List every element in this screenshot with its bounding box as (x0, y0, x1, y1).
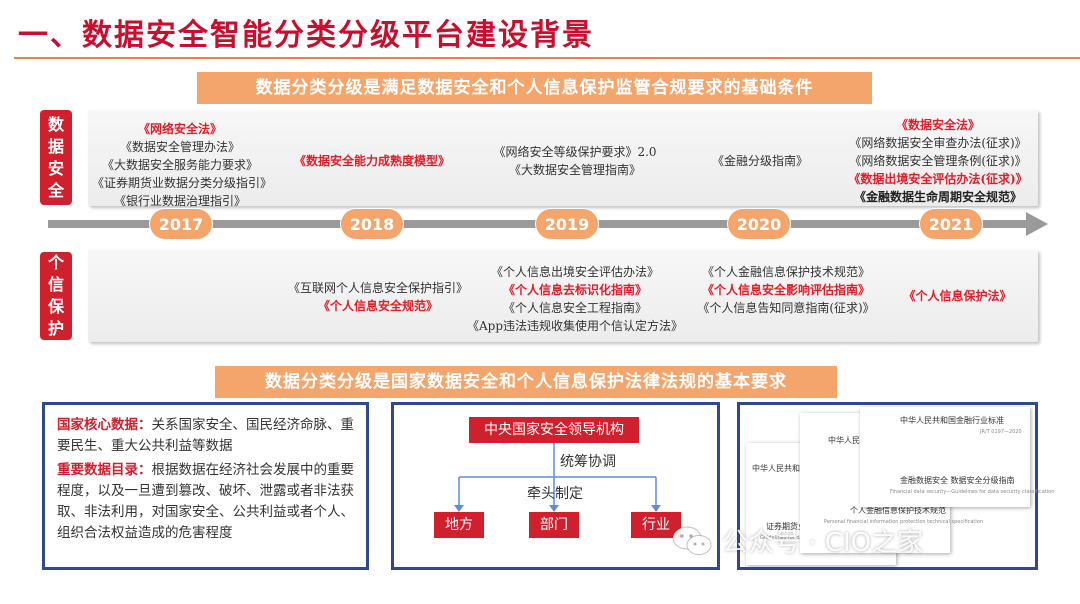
core-data-text: 关系国家安全、国民经济命脉、重要民生、重大公共利益等数据 (57, 417, 354, 454)
core-data-paragraph: 国家核心数据：关系国家安全、国民经济命脉、重要民生、重大公共利益等数据 (57, 415, 356, 457)
org-node-industry: 行业 (631, 512, 681, 538)
document-financial-data: 中华人民共和国金融行业标准 JR/T 0197—2020 金融数据安全 数据安全… (860, 407, 1054, 507)
doc-header: 中华人民共和国 (828, 436, 884, 445)
org-connectors (454, 443, 661, 512)
privacy-2020: 《个人金融信息保护技术规范》 《个人信息安全影响评估指南》 《个人信息告知同意指… (686, 263, 886, 317)
page-title: 一、数据安全智能分类分级平台建设背景 (18, 18, 594, 53)
law-item: 《金融分级指南》 (711, 154, 808, 168)
law-item: 《证券期货业数据分类分级指引》 (92, 176, 273, 190)
year-2020: 2020 (727, 208, 791, 240)
law-item: 《数据安全能力成熟度模型》 (293, 154, 450, 168)
year-2017: 2017 (149, 208, 213, 240)
security-2021: 《数据安全法》 《网络数据安全审查办法(征求)》 《网络数据安全管理条例(征求)… (838, 116, 1038, 206)
privacy-2021: 《个人信息保护法》 (890, 287, 1025, 305)
security-band (88, 110, 1038, 206)
label-char: 安 (47, 158, 64, 178)
law-item: 《个人金融信息保护技术规范》 (701, 265, 870, 279)
timeline-arrow-icon (1026, 212, 1048, 236)
law-item: 《个人信息保护法》 (903, 289, 1012, 303)
law-item: 《数据出境安全评估办法(征求)》 (848, 172, 1028, 186)
law-item: 《个人信息出境安全评估办法》 (490, 265, 659, 279)
law-item: 《App违法违规收集使用个信认定方法》 (466, 319, 684, 333)
law-item: 《网络安全法》 (137, 122, 222, 136)
data-definition-box: 国家核心数据：关系国家安全、国民经济命脉、重要民生、重大公共利益等数据 重要数据… (42, 402, 369, 570)
privacy-band (88, 250, 1038, 342)
org-node-department: 部门 (529, 512, 579, 538)
year-2019: 2019 (535, 208, 599, 240)
org-node-local: 地方 (434, 512, 484, 538)
law-item: 《个人信息告知同意指南(征求)》 (697, 301, 875, 315)
privacy-2019: 《个人信息出境安全评估办法》 《个人信息去标识化指南》 《个人信息安全工程指南》… (458, 263, 692, 335)
label-char: 个 (47, 253, 64, 272)
label-char: 全 (47, 180, 64, 200)
doc-header: 中华人民共和国金融行业标准 (900, 416, 1004, 425)
year-2021: 2021 (919, 208, 983, 240)
important-data-paragraph: 重要数据目录：根据数据在经济社会发展中的重要程度，以及一旦遭到篡改、破坏、泄露或… (57, 460, 356, 544)
privacy-2018: 《互联网个人信息安全保护指引》 《个人信息安全规范》 (272, 279, 484, 315)
important-data-label: 重要数据目录： (57, 462, 152, 478)
security-2018: 《数据安全能力成熟度模型》 (282, 152, 462, 170)
org-top-node: 中央国家安全领导机构 (469, 417, 639, 443)
security-2017: 《网络安全法》 《数据安全管理办法》 《大数据安全服务能力要求》 《证券期货业数… (92, 120, 273, 210)
law-item: 《互联网个人信息安全保护指引》 (287, 281, 468, 295)
label-char: 护 (47, 319, 64, 338)
label-char: 保 (47, 297, 64, 316)
core-data-label: 国家核心数据： (57, 417, 152, 433)
law-item: 《网络数据安全审查办法(征求)》 (849, 136, 1027, 150)
wechat-icon (672, 526, 712, 556)
label-personal-info: 个 信 保 护 (40, 252, 72, 340)
important-data-text: 根据数据在经济社会发展中的重要程度，以及一旦遭到篡改、破坏、泄露或者非法获取、非… (57, 462, 354, 541)
doc-title: 个人金融信息保护技术规范 (850, 506, 946, 515)
title-underline (14, 57, 1080, 59)
label-char: 据 (47, 136, 64, 156)
law-item: 《个人信息去标识化指南》 (502, 283, 647, 297)
law-item: 《大数据安全管理指南》 (508, 163, 641, 177)
standards-documents-box: 中华人民共和国 证券期货业数据分类分级指引 Guidelines for dat… (737, 402, 1054, 570)
watermark: 公众号 · CIO之家 (672, 522, 923, 559)
year-2018: 2018 (340, 208, 404, 240)
label-char: 数 (47, 114, 64, 134)
law-item: 《网络数据安全管理条例(征求)》 (849, 154, 1027, 168)
doc-header: 中华人民共和国 (752, 464, 808, 473)
law-item: 《个人信息安全工程指南》 (502, 301, 647, 315)
org-coordinate-label: 统筹协调 (560, 454, 616, 470)
security-2019: 《网络安全等级保护要求》2.0 《大数据安全管理指南》 (480, 143, 670, 179)
org-chart-box: 中央国家安全领导机构 统筹协调 牵头制定 地方 部门 行业 (391, 402, 720, 570)
label-char: 信 (47, 275, 64, 294)
doc-code: JR/T 0197—2020 (980, 429, 1022, 435)
banner-top: 数据分类分级是满足数据安全和个人信息保护监管合规要求的基础条件 (197, 72, 872, 104)
law-item: 《数据安全管理办法》 (119, 140, 240, 154)
law-item: 《网络安全等级保护要求》2.0 (493, 145, 657, 159)
watermark-text: 公众号 · CIO之家 (722, 528, 924, 558)
security-2020: 《金融分级指南》 (700, 152, 820, 170)
org-lead-label: 牵头制定 (527, 486, 583, 502)
doc-subtitle: Financial data security—Guidelines for d… (890, 489, 1055, 495)
law-item: 《金融数据生命周期安全规范》 (853, 190, 1022, 204)
banner-bottom: 数据分类分级是国家数据安全和个人信息保护法律法规的基本要求 (215, 366, 837, 398)
label-data-security: 数 据 安 全 (40, 110, 72, 205)
law-item: 《数据安全法》 (895, 118, 980, 132)
law-item: 《大数据安全服务能力要求》 (101, 158, 258, 172)
law-item: 《个人信息安全规范》 (317, 299, 438, 313)
law-item: 《个人信息安全影响评估指南》 (701, 283, 870, 297)
doc-subtitle: Personal financial information protectio… (824, 519, 983, 525)
doc-title: 金融数据安全 数据安全分级指南 (900, 476, 1015, 485)
law-item: 《银行业数据治理指引》 (113, 194, 246, 208)
